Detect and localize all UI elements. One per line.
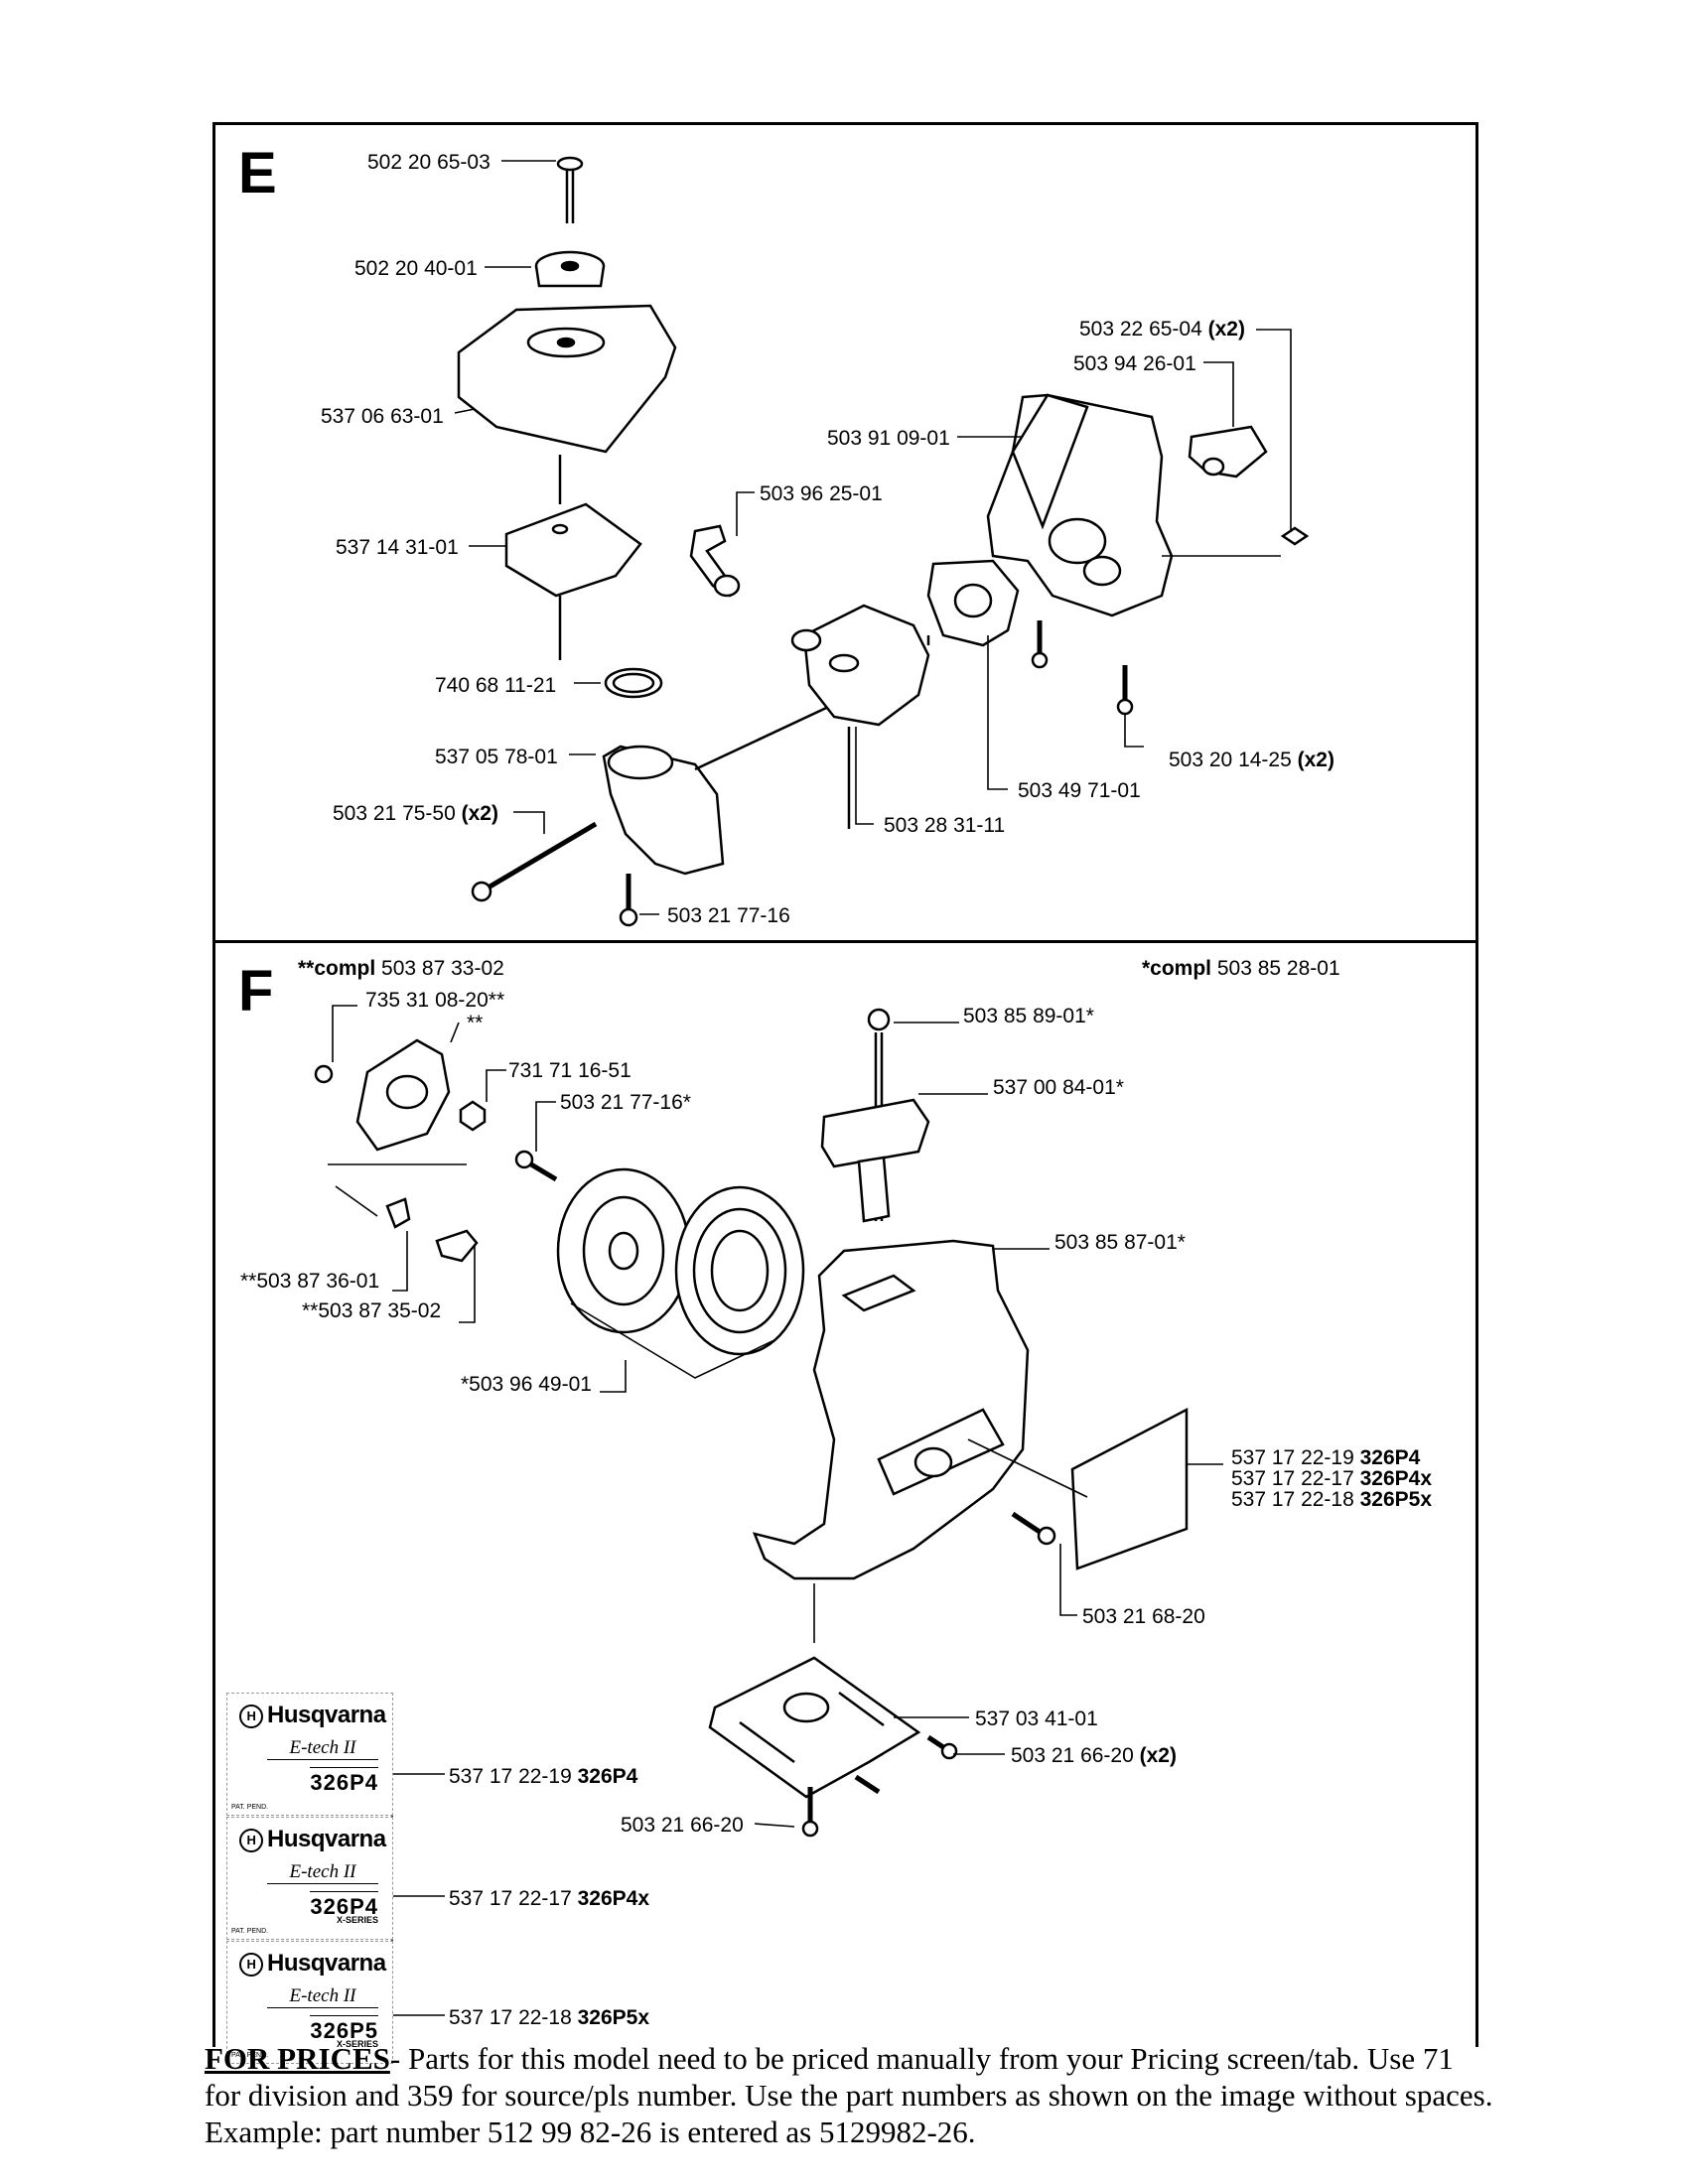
part-label: **503 87 35-02 — [302, 1299, 442, 1322]
part-number: 537 17 22-17 — [1231, 1467, 1354, 1490]
series-label: X-SERIES — [336, 2039, 378, 2049]
part-number: 537 17 22-19 — [1231, 1446, 1354, 1469]
model-code: 326P5x — [1359, 1488, 1433, 1511]
part-label: 537 00 84-01* — [993, 1076, 1124, 1099]
part-label: 503 96 25-01 — [760, 482, 883, 505]
patent-label: PAT. PEND. — [231, 1928, 269, 1935]
patent-label: PAT. PEND. — [231, 1804, 269, 1811]
part-number: 537 17 22-17 — [449, 1887, 572, 1910]
part-label: 502 20 40-01 — [354, 257, 478, 280]
section-f-letter: F — [238, 959, 274, 1024]
part-label-with-qty: 503 21 66-20 (x2) — [1011, 1745, 1177, 1766]
part-label: 503 85 87-01* — [1054, 1231, 1186, 1254]
part-label: 537 03 41-01 — [975, 1707, 1098, 1730]
model-code: 326P5x — [577, 2006, 650, 2029]
part-qty: (x2) — [461, 802, 498, 825]
part-label-with-model: 537 17 22-17 326P4x — [449, 1888, 649, 1909]
part-label: 537 14 31-01 — [336, 536, 459, 559]
model-label: 326P4 — [310, 1767, 378, 1796]
husqvarna-logo-icon: H — [239, 1828, 263, 1852]
part-label: ** — [467, 1012, 484, 1034]
compl-prefix: **compl — [298, 957, 376, 980]
part-label: 503 28 31-11 — [884, 814, 1006, 837]
tech-label: E-tech II — [267, 1737, 378, 1760]
part-label: 537 06 63-01 — [321, 405, 444, 428]
compl-note-left: **compl 503 87 33-02 — [298, 958, 504, 979]
model-label: 326P4 — [310, 1891, 378, 1920]
brand-text: Husqvarna — [267, 1950, 386, 1977]
part-number: 503 20 14-25 — [1169, 749, 1292, 771]
part-label: 502 20 65-03 — [367, 151, 491, 174]
part-label-with-model: 537 17 22-18 326P5x — [1231, 1489, 1432, 1510]
compl-note-right: *compl 503 85 28-01 — [1142, 958, 1340, 979]
part-qty: (x2) — [1207, 318, 1245, 341]
part-label: **503 87 36-01 — [240, 1270, 380, 1293]
pricing-note-text: - Parts for this model need to be priced… — [205, 2041, 1493, 2149]
part-label-with-qty: 503 20 14-25 (x2) — [1169, 750, 1334, 770]
pricing-note-heading: FOR PRICES — [205, 2041, 390, 2076]
part-number: 537 17 22-18 — [1231, 1488, 1354, 1511]
part-number: 503 22 65-04 — [1079, 318, 1202, 341]
model-label: 326P5 — [310, 2015, 378, 2044]
husqvarna-logo-icon: H — [239, 1952, 263, 1977]
pricing-note: FOR PRICES- Parts for this model need to… — [205, 2040, 1495, 2150]
tech-label: E-tech II — [267, 1985, 378, 2008]
part-label: 503 85 89-01* — [963, 1005, 1094, 1027]
section-e-letter: E — [238, 141, 277, 205]
part-number: 503 21 66-20 — [1011, 1744, 1134, 1767]
part-label: 503 49 71-01 — [1018, 779, 1141, 802]
model-code: 326P4 — [577, 1765, 638, 1788]
compl-number: 503 87 33-02 — [381, 957, 504, 980]
part-label: 503 94 26-01 — [1073, 352, 1196, 375]
brand-text: Husqvarna — [267, 1702, 386, 1728]
patent-label: PAT. PEND. — [231, 2052, 269, 2059]
tech-label: E-tech II — [267, 1861, 378, 1884]
part-label: 503 21 77-16 — [667, 904, 790, 927]
part-qty: (x2) — [1297, 749, 1334, 771]
part-qty: (x2) — [1139, 1744, 1177, 1767]
section-f-frame — [212, 940, 1478, 2047]
compl-number: 503 85 28-01 — [1216, 957, 1340, 980]
model-code: 326P4x — [1359, 1467, 1433, 1490]
brand-text: Husqvarna — [267, 1826, 386, 1852]
part-label-with-qty: 503 22 65-04 (x2) — [1079, 319, 1245, 340]
part-label-with-model: 537 17 22-17 326P4x — [1231, 1468, 1432, 1489]
part-label-with-model: 537 17 22-18 326P5x — [449, 2007, 649, 2028]
part-label: 537 05 78-01 — [435, 746, 558, 768]
part-label-with-model: 537 17 22-19 326P4 — [1231, 1447, 1420, 1468]
part-label: 503 21 68-20 — [1082, 1605, 1205, 1628]
section-e-drawing — [457, 156, 1310, 927]
part-label: 503 21 77-16* — [560, 1091, 691, 1114]
part-label: 735 31 08-20** — [365, 989, 505, 1012]
husqvarna-logo-icon: H — [239, 1704, 263, 1728]
part-number: 537 17 22-18 — [449, 2006, 572, 2029]
compl-prefix: *compl — [1142, 957, 1212, 980]
part-label-with-model: 537 17 22-19 326P4 — [449, 1766, 637, 1787]
series-label: X-SERIES — [336, 1915, 378, 1925]
part-label: 503 21 66-20 — [621, 1814, 744, 1837]
section-f-drawing — [314, 1008, 1189, 1838]
model-code: 326P4x — [577, 1887, 650, 1910]
part-number: 537 17 22-19 — [449, 1765, 572, 1788]
part-label: 740 68 11-21 — [435, 674, 557, 697]
part-number: 503 21 75-50 — [333, 802, 456, 825]
model-code: 326P4 — [1359, 1446, 1421, 1469]
part-label: 503 91 09-01 — [827, 427, 950, 450]
part-label: 731 71 16-51 — [508, 1059, 632, 1082]
part-label: *503 96 49-01 — [461, 1373, 592, 1396]
part-label-with-qty: 503 21 75-50 (x2) — [333, 803, 498, 824]
